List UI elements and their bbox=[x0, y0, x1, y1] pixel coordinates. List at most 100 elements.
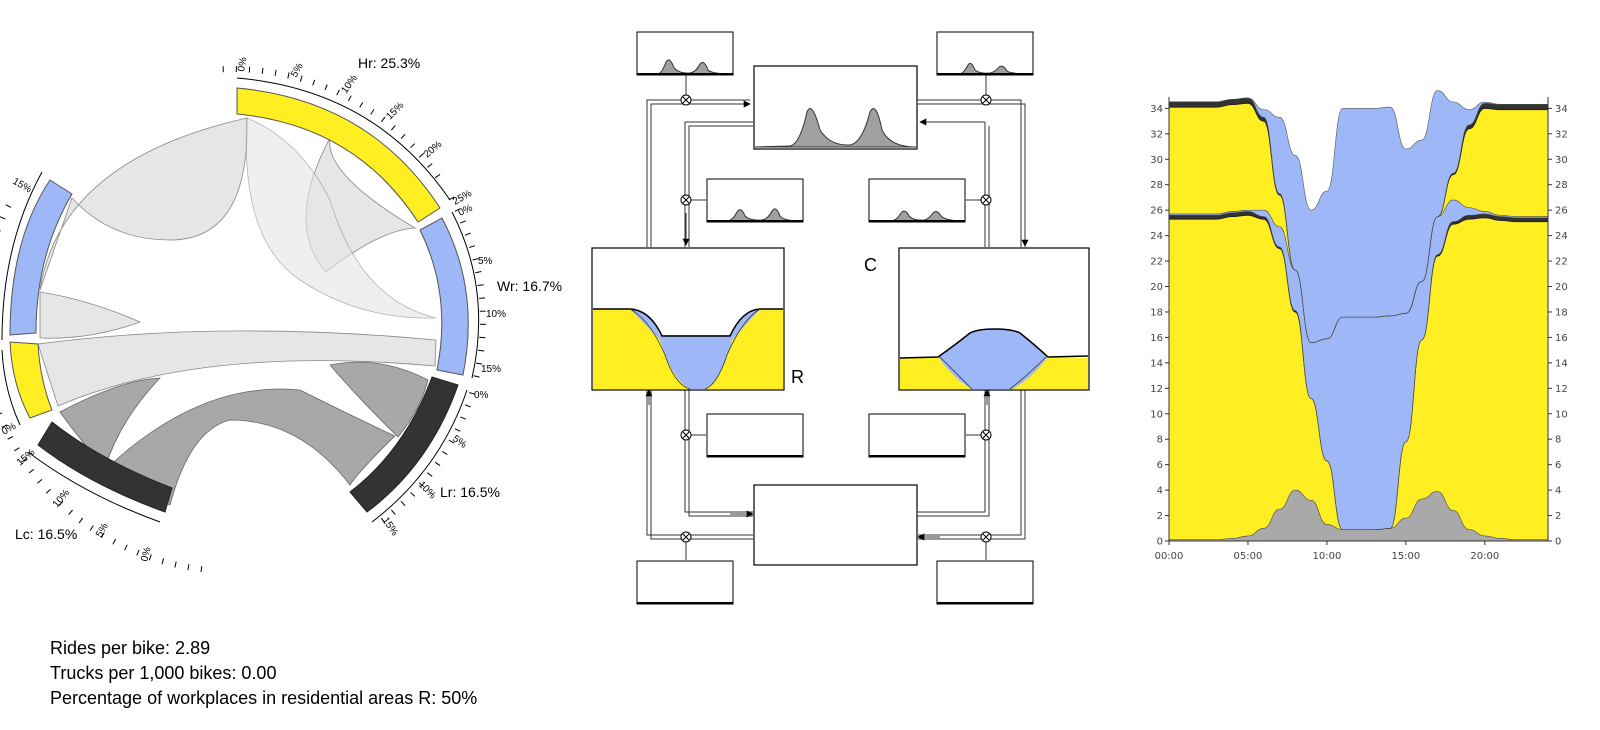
chord-ruler bbox=[236, 77, 451, 201]
x-tick-label: 15:00 bbox=[1391, 551, 1420, 562]
chord-tick bbox=[391, 509, 396, 515]
stat-workplaces: Percentage of workplaces in residential … bbox=[50, 688, 478, 708]
chord-arc-wr bbox=[419, 217, 469, 376]
chord-tick bbox=[148, 554, 152, 561]
tick-label-hr-0: 0% bbox=[236, 56, 249, 72]
chord-tick bbox=[472, 258, 479, 261]
x-tick-label: 10:00 bbox=[1313, 551, 1342, 562]
stats-panel: Rides per bike: 2.89 Trucks per 1,000 bi… bbox=[50, 636, 477, 711]
chord-tick bbox=[0, 216, 6, 220]
flow-diagram: R C bbox=[591, 31, 1090, 605]
chord-tick bbox=[442, 450, 448, 456]
box-c-blue bbox=[938, 329, 1048, 389]
chord-tick bbox=[380, 116, 386, 123]
chord-ribbon bbox=[39, 117, 248, 291]
y-tick-label-left: 8 bbox=[1157, 435, 1163, 446]
chord-tick bbox=[0, 412, 3, 415]
chord-tick bbox=[427, 472, 433, 477]
chord-tick bbox=[469, 245, 476, 248]
junction-icon bbox=[980, 194, 992, 206]
chord-minor-ticks bbox=[0, 65, 487, 573]
chord-tick bbox=[359, 102, 364, 108]
tick-label-yl-0: 0% bbox=[0, 421, 18, 438]
chord-tick bbox=[400, 501, 406, 507]
box-small-tl bbox=[636, 31, 734, 76]
y-tick-label-right: 26 bbox=[1555, 206, 1568, 217]
stat-rides: Rides per bike: 2.89 bbox=[50, 638, 211, 658]
chord-ribbon bbox=[59, 377, 161, 469]
node-label-r: R bbox=[791, 367, 804, 387]
junction-icon bbox=[680, 429, 692, 441]
chord-tick bbox=[448, 439, 455, 444]
chord-tick bbox=[448, 196, 455, 201]
node-label-c: C bbox=[864, 255, 877, 275]
y-tick-label-left: 26 bbox=[1150, 206, 1163, 217]
y-tick-label-left: 24 bbox=[1150, 231, 1163, 242]
y-tick-label-right: 24 bbox=[1555, 231, 1568, 242]
chord-tick bbox=[454, 428, 461, 432]
junction-icon bbox=[980, 94, 992, 106]
stat-trucks: Trucks per 1,000 bikes: 0.00 bbox=[50, 663, 277, 683]
box-small-bl bbox=[706, 413, 804, 458]
chord-ribbon bbox=[329, 361, 429, 438]
chord-tick bbox=[347, 95, 352, 102]
chord-tick bbox=[460, 416, 466, 420]
y-tick-label-right: 14 bbox=[1555, 358, 1568, 369]
junctions bbox=[680, 94, 992, 543]
chord-tick bbox=[45, 488, 51, 494]
tick-label-lc-10: 10% bbox=[51, 487, 72, 509]
chord-tick bbox=[336, 89, 340, 96]
y-tick-label-left: 10 bbox=[1150, 409, 1163, 420]
tick-label-lc-15: 15% bbox=[15, 447, 37, 468]
chord-tick bbox=[299, 75, 303, 82]
y-tick-label-left: 32 bbox=[1150, 129, 1163, 140]
chord-tick bbox=[460, 220, 466, 224]
chord-tick bbox=[7, 435, 14, 440]
y-tick-label-right: 6 bbox=[1555, 460, 1561, 471]
chord-ribbon bbox=[104, 388, 396, 506]
y-tick-label-right: 2 bbox=[1555, 511, 1561, 522]
label-wr: Wr: 16.7% bbox=[497, 278, 562, 294]
junction-icon bbox=[980, 429, 992, 441]
chord-tick bbox=[434, 173, 441, 179]
x-tick-label: 20:00 bbox=[1470, 551, 1499, 562]
tick-label-hr-20: 20% bbox=[422, 139, 444, 160]
y-tick-label-left: 6 bbox=[1157, 460, 1163, 471]
tick-label-hr-5: 5% bbox=[289, 61, 306, 79]
tick-label-wr-5: 5% bbox=[478, 256, 493, 267]
chord-tick bbox=[478, 349, 485, 352]
chord-tick bbox=[68, 509, 73, 515]
chord-tick bbox=[161, 558, 165, 565]
box-small-bbr bbox=[936, 560, 1034, 605]
chord-arc-lc bbox=[37, 421, 173, 513]
label-hr: Hr: 25.3% bbox=[358, 55, 420, 71]
tick-label-lr-5: 5% bbox=[450, 433, 468, 450]
box-small-mr bbox=[868, 178, 966, 223]
chord-tick bbox=[287, 72, 290, 79]
chord-tick bbox=[0, 230, 1, 232]
chord-tick bbox=[200, 566, 203, 573]
y-tick-label-right: 30 bbox=[1555, 155, 1568, 166]
chord-tick bbox=[469, 392, 476, 395]
box-small-br bbox=[868, 413, 966, 458]
chord-tick bbox=[89, 525, 94, 531]
chord-tick bbox=[136, 549, 140, 556]
chord-tick bbox=[78, 517, 84, 524]
chord-tick bbox=[464, 232, 471, 236]
chord-arc-blue-left bbox=[9, 179, 73, 336]
chord-tick bbox=[261, 67, 264, 74]
chord-tick bbox=[37, 479, 43, 484]
y-tick-label-right: 12 bbox=[1555, 384, 1568, 395]
y-tick-label-left: 20 bbox=[1150, 282, 1163, 293]
y-tick-label-left: 4 bbox=[1157, 486, 1163, 497]
chord-tick bbox=[1, 424, 8, 428]
chord-tick bbox=[14, 447, 20, 452]
chord-tick bbox=[418, 482, 425, 487]
y-tick-label-left: 34 bbox=[1150, 104, 1163, 115]
y-tick-label-right: 4 bbox=[1555, 486, 1561, 497]
y-tick-label-left: 30 bbox=[1150, 155, 1163, 166]
box-small-bbl bbox=[636, 560, 734, 605]
y-tick-label-right: 10 bbox=[1555, 409, 1568, 420]
y-tick-label-right: 28 bbox=[1555, 180, 1568, 191]
